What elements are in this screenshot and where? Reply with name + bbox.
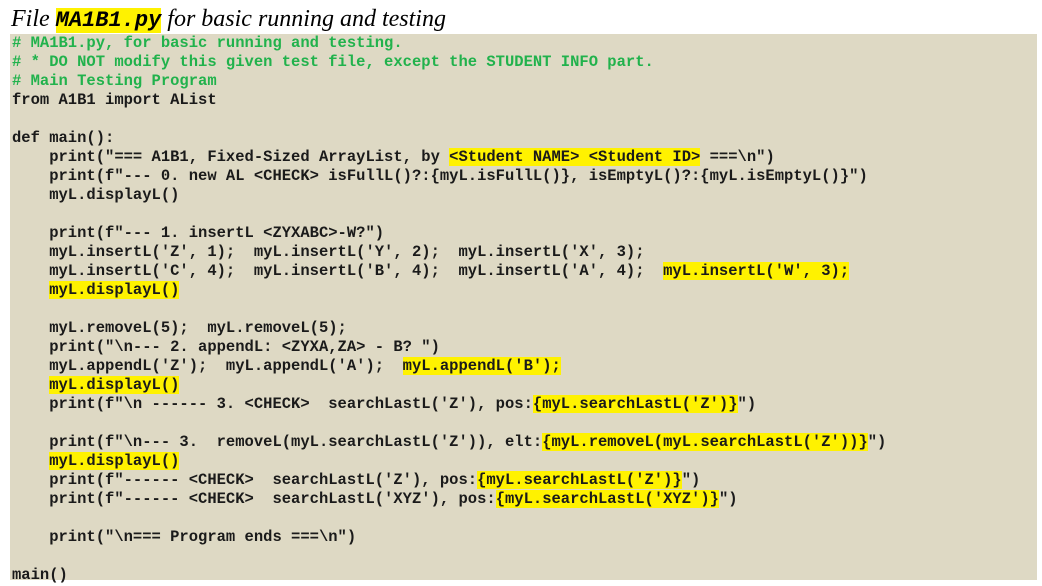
- code-line: print("\n--- 2. appendL: <ZYXA,ZA> - B? …: [12, 338, 886, 357]
- code-listing-box: # MA1B1.py, for basic running and testin…: [10, 34, 1037, 584]
- code-line: [12, 547, 886, 566]
- code-text: myL.insertL('Z', 1); myL.insertL('Y', 2)…: [12, 243, 645, 261]
- code-text: print("\n=== Program ends ===\n"): [12, 528, 357, 546]
- code-text: main(): [12, 566, 68, 584]
- code-line: myL.displayL(): [12, 186, 886, 205]
- code-text: [12, 452, 49, 470]
- code-line: from A1B1 import AList: [12, 91, 886, 110]
- highlighted-code: {myL.searchLastL('XYZ')}: [495, 490, 719, 508]
- code-text: # Main Testing Program: [12, 72, 217, 90]
- code-text: print(f"------ <CHECK> searchLastL('XYZ'…: [12, 490, 496, 508]
- code-text: [12, 376, 49, 394]
- code-text: print(f"\n--- 3. removeL(myL.searchLastL…: [12, 433, 543, 451]
- code-listing: # MA1B1.py, for basic running and testin…: [12, 34, 886, 585]
- code-text: # MA1B1.py, for basic running and testin…: [12, 34, 403, 52]
- code-text: def main():: [12, 129, 115, 147]
- code-text: "): [737, 395, 757, 413]
- title-suffix: for basic running and testing: [161, 6, 446, 32]
- code-text: myL.appendL('Z'); myL.appendL('A');: [12, 357, 403, 375]
- code-line: myL.appendL('Z'); myL.appendL('A'); myL.…: [12, 357, 886, 376]
- code-line: main(): [12, 566, 886, 585]
- highlighted-code: myL.displayL(): [49, 376, 180, 394]
- code-comment-line: # MA1B1.py, for basic running and testin…: [12, 34, 886, 53]
- code-text: print("=== A1B1, Fixed-Sized ArrayList, …: [12, 148, 450, 166]
- code-comment-line: # * DO NOT modify this given test file, …: [12, 53, 886, 72]
- code-line: myL.displayL(): [12, 376, 886, 395]
- code-line: myL.insertL('C', 4); myL.insertL('B', 4)…: [12, 262, 886, 281]
- code-line: [12, 414, 886, 433]
- title-prefix: File: [11, 6, 56, 32]
- code-text: myL.insertL('C', 4); myL.insertL('B', 4)…: [12, 262, 664, 280]
- code-line: print(f"--- 1. insertL <ZYXABC>-W?"): [12, 224, 886, 243]
- code-text: print(f"------ <CHECK> searchLastL('Z'),…: [12, 471, 478, 489]
- code-line: print(f"\n ------ 3. <CHECK> searchLastL…: [12, 395, 886, 414]
- highlighted-code: myL.displayL(): [49, 281, 180, 299]
- code-line: print(f"--- 0. new AL <CHECK> isFullL()?…: [12, 167, 886, 186]
- code-text: print(f"--- 0. new AL <CHECK> isFullL()?…: [12, 167, 868, 185]
- document-title: File MA1B1.py for basic running and test…: [11, 4, 446, 34]
- code-line: myL.insertL('Z', 1); myL.insertL('Y', 2)…: [12, 243, 886, 262]
- code-comment-line: # Main Testing Program: [12, 72, 886, 91]
- code-line: myL.displayL(): [12, 452, 886, 471]
- code-text: print(f"--- 1. insertL <ZYXABC>-W?"): [12, 224, 385, 242]
- code-line: print("\n=== Program ends ===\n"): [12, 528, 886, 547]
- code-line: [12, 110, 886, 129]
- code-text: myL.displayL(): [12, 186, 180, 204]
- code-line: def main():: [12, 129, 886, 148]
- code-text: from A1B1 import AList: [12, 91, 217, 109]
- code-line: [12, 300, 886, 319]
- highlighted-code: {myL.removeL(myL.searchLastL('Z'))}: [542, 433, 868, 451]
- code-text: myL.removeL(5); myL.removeL(5);: [12, 319, 347, 337]
- code-line: myL.displayL(): [12, 281, 886, 300]
- code-text: print("\n--- 2. appendL: <ZYXA,ZA> - B? …: [12, 338, 440, 356]
- code-line: print(f"------ <CHECK> searchLastL('XYZ'…: [12, 490, 886, 509]
- code-text: print(f"\n ------ 3. <CHECK> searchLastL…: [12, 395, 533, 413]
- highlighted-code: {myL.searchLastL('Z')}: [477, 471, 682, 489]
- code-line: print(f"------ <CHECK> searchLastL('Z'),…: [12, 471, 886, 490]
- highlighted-code: myL.insertL('W', 3);: [663, 262, 850, 280]
- highlighted-code: <Student NAME> <Student ID>: [449, 148, 701, 166]
- code-line: print("=== A1B1, Fixed-Sized ArrayList, …: [12, 148, 886, 167]
- code-line: print(f"\n--- 3. removeL(myL.searchLastL…: [12, 433, 886, 452]
- code-text: [12, 281, 49, 299]
- code-line: [12, 205, 886, 224]
- highlighted-code: myL.appendL('B');: [402, 357, 561, 375]
- code-text: ===\n"): [700, 148, 775, 166]
- code-text: "): [681, 471, 701, 489]
- title-filename: MA1B1.py: [55, 8, 162, 33]
- code-line: [12, 509, 886, 528]
- code-text: # * DO NOT modify this given test file, …: [12, 53, 654, 71]
- highlighted-code: myL.displayL(): [49, 452, 180, 470]
- code-text: "): [867, 433, 887, 451]
- code-text: "): [718, 490, 738, 508]
- code-line: myL.removeL(5); myL.removeL(5);: [12, 319, 886, 338]
- highlighted-code: {myL.searchLastL('Z')}: [532, 395, 738, 413]
